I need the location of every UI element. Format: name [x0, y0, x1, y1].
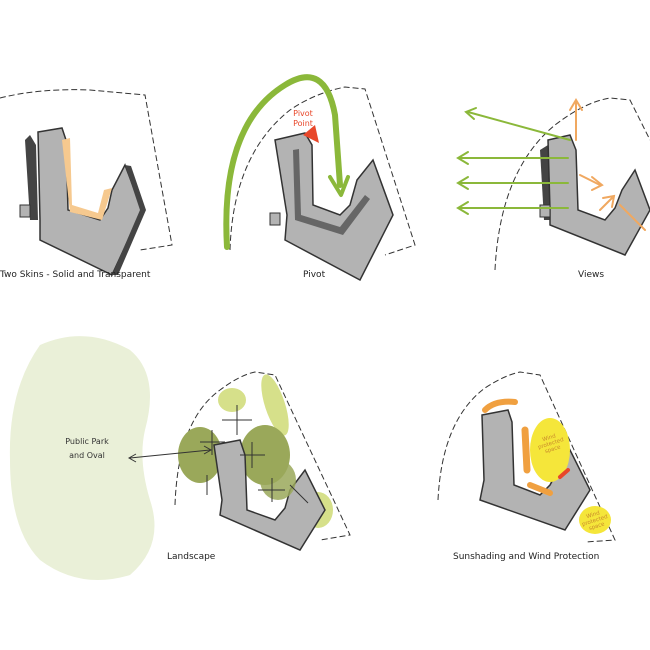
panel-pivot: Pivot Point Pivot [215, 65, 425, 282]
public-park [9, 336, 155, 580]
two-skins-diagram [0, 89, 173, 277]
view-arrow-2-head [456, 151, 469, 165]
arrow-diag [289, 484, 309, 504]
panel-landscape: Public Park and Oval Landscape [0, 330, 360, 590]
core-circulation [293, 149, 370, 235]
park-label: Public Park and Oval [52, 435, 122, 463]
park-label-line2: and Oval [69, 451, 105, 460]
view-arrow-4-head [456, 201, 469, 215]
planting-dark-3 [260, 460, 296, 500]
view-arrow-east-head [591, 176, 604, 191]
caption-sunshading: Sunshading and Wind Protection [453, 552, 600, 562]
caption-pivot: Pivot [303, 270, 326, 280]
view-arrow-3-head [456, 176, 469, 190]
site-boundary [437, 371, 616, 543]
caption-views: Views [578, 270, 605, 280]
caption-two-skins: Two Skins - Solid and Transparent [0, 270, 151, 280]
arrow-park-link-head-r [203, 445, 213, 455]
sunshade-east [521, 426, 531, 474]
caption-landscape: Landscape [167, 552, 216, 562]
landscape-arrows [127, 405, 309, 504]
solid-skin [25, 135, 38, 220]
view-arrow-ne-head [602, 194, 616, 208]
pivot-label-line2: Point [293, 119, 313, 128]
pivot-arrow-head [328, 175, 350, 197]
building-mass [274, 132, 394, 282]
site-boundary [229, 86, 416, 256]
notch [539, 204, 551, 218]
pivot-point-label: Pivot Point [288, 109, 318, 129]
pivot-diagram [223, 74, 416, 282]
site-boundary [0, 89, 173, 251]
pivot-label-line1: Pivot [293, 109, 313, 118]
solid-skin-east [112, 165, 146, 275]
view-arrow-up-head [569, 98, 583, 111]
landscape-diagram [9, 336, 351, 580]
view-arrow-1 [467, 111, 571, 141]
panel-sunshading: Wind protected space Wind protected spac… [400, 330, 650, 590]
pivot-arrow [223, 74, 343, 250]
wind-protected-zone-1 [530, 418, 570, 482]
notch [269, 212, 281, 226]
view-arrows-orange [569, 98, 646, 231]
planting-light-2 [261, 374, 289, 436]
view-arrow-east [579, 174, 601, 186]
view-arrow-1-head [464, 107, 477, 120]
view-arrow-ne [599, 197, 613, 211]
sunshade-north [482, 398, 518, 413]
views-diagram [456, 97, 650, 271]
park-label-line1: Public Park [65, 437, 109, 446]
notch [19, 204, 31, 218]
transparent-skin [62, 138, 112, 220]
sunshade-south [527, 482, 553, 496]
view-arrows-green [456, 107, 571, 215]
view-arrow-se [619, 204, 646, 231]
planting-dark-1 [178, 427, 222, 483]
arrow-park-link-head-l [127, 453, 137, 463]
panel-views: Views [440, 80, 650, 280]
sunshade-red [558, 468, 570, 479]
pivot-point-marker [303, 125, 319, 143]
site-boundary [494, 97, 650, 271]
building-mass [547, 134, 650, 256]
panel-two-skins: Two Skins - Solid and Transparent [0, 80, 210, 280]
arrow-park-link [129, 449, 211, 459]
wind-protected-zone-2 [579, 506, 611, 534]
site-boundary [174, 371, 351, 541]
planting-light-1 [218, 388, 246, 412]
sunshading-diagram [437, 371, 616, 543]
